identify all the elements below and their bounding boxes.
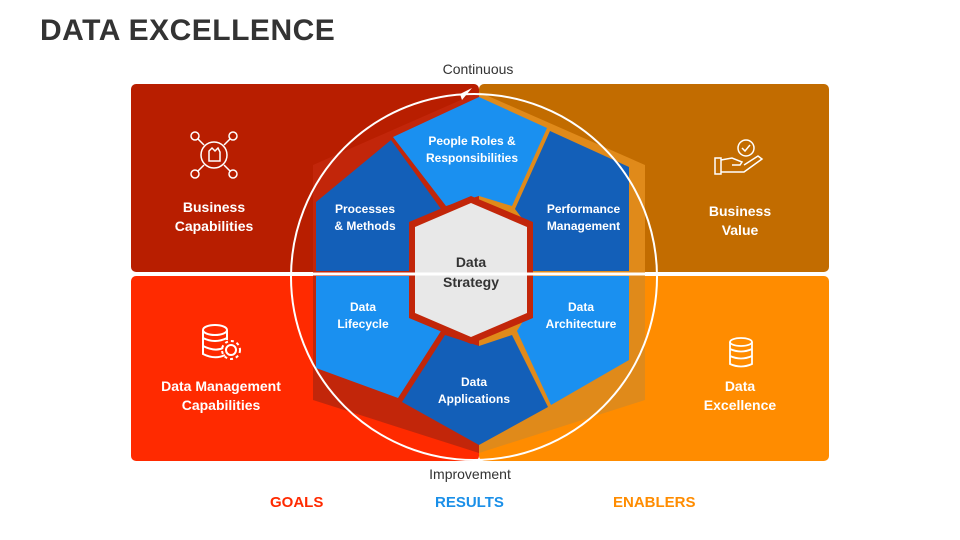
page-title: DATA EXCELLENCE	[40, 14, 336, 47]
fist-network-icon	[190, 131, 238, 179]
quadrant-label-business-capabilities: Business Capabilities	[174, 199, 254, 234]
segment-people-roles	[393, 97, 547, 206]
legend-goals: GOALS	[270, 494, 324, 511]
segment-performance	[515, 131, 629, 271]
database-gear-icon	[202, 324, 241, 360]
segment-label-performance: Performance Management	[546, 202, 621, 233]
cycle-arrow-head	[460, 88, 472, 100]
center-hexagon	[415, 203, 527, 337]
quadrant-label-data-excellence: Data Excellence	[703, 378, 777, 413]
segment-label-data-architecture: Data Architecture	[545, 300, 617, 331]
segment-label-people-roles: People Roles & Responsibilities	[425, 134, 519, 165]
segment-label-data-applications: Data Applications	[437, 375, 510, 406]
cycle-ring	[290, 93, 658, 461]
segment-processes	[316, 140, 441, 271]
legend-enablers: ENABLERS	[613, 494, 696, 511]
center-label: Data Strategy	[442, 254, 500, 290]
segment-label-data-lifecycle: Data Lifecycle	[337, 300, 389, 331]
hand-check-icon	[714, 139, 764, 175]
segment-data-applications	[402, 335, 548, 445]
segment-data-architecture	[517, 276, 629, 405]
legend-results: RESULTS	[435, 494, 504, 511]
quadrant-label-business-value: Business Value	[708, 203, 772, 238]
cycle-label-bottom: Improvement	[429, 466, 511, 482]
segment-label-processes: Processes & Methods	[334, 202, 396, 233]
cycle-label-top: Continuous	[442, 61, 514, 77]
quadrant-label-data-management: Data Management Capabilities	[161, 378, 281, 413]
database-icon	[729, 337, 753, 368]
